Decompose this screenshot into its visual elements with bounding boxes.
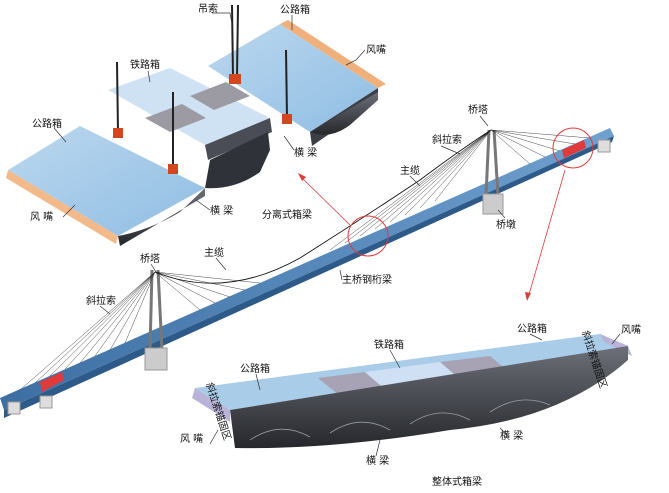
- cable-stayed-bridge: [0, 127, 614, 418]
- pier-right: [482, 193, 504, 215]
- label-hengliang-top1: 横 梁: [294, 146, 317, 159]
- label-fengzui-bottom-left: 风 嘴: [180, 433, 203, 445]
- label-gongluxiang-bottom-left: 公路箱: [240, 362, 270, 375]
- separated-box-girder: [6, 4, 386, 246]
- label-tieluxiang-top: 铁路箱: [130, 58, 160, 71]
- label-qiaota-left: 桥塔: [140, 252, 160, 265]
- detail-circle-center: [347, 215, 389, 257]
- caption-separated: 分离式箱梁: [262, 208, 312, 221]
- rail-box-top: [108, 68, 270, 145]
- label-tieluxiang-bottom: 铁路箱: [374, 338, 404, 351]
- label-fengzui-top-left: 风 嘴: [30, 211, 53, 223]
- caption-integral: 整体式箱梁: [432, 475, 482, 488]
- label-zhuqiao-gangliang: 主桥钢桁梁: [342, 273, 392, 286]
- label-fengzui-bottom-right: 风嘴: [621, 324, 641, 336]
- highlight-segment-right: [562, 140, 586, 158]
- label-gongluxiang-bottom-right: 公路箱: [517, 322, 547, 335]
- label-qiaota-right: 桥塔: [468, 103, 488, 116]
- highlight-segment-left: [40, 372, 64, 392]
- fairing-right: [280, 20, 386, 88]
- leader-lines: [53, 12, 621, 457]
- label-gongluxiang-top-right: 公路箱: [280, 3, 310, 16]
- highway-box-left: [8, 126, 205, 236]
- fairing-bottom-left: [192, 388, 230, 422]
- label-diaosuo: 吊索: [198, 2, 218, 15]
- fairing-left: [6, 170, 118, 244]
- detail-circle-right: [552, 127, 594, 169]
- label-layer: 吊索 公路箱 风嘴 铁路箱 公路箱 横 梁 横 梁 风 嘴 分离式箱梁 桥塔 斜…: [30, 2, 641, 488]
- label-gongluxiang-top-left: 公路箱: [32, 117, 62, 130]
- label-zhulan-right: 主缆: [400, 164, 420, 177]
- bridge-deck: [0, 128, 614, 410]
- label-fengzui-top-right: 风嘴: [366, 44, 386, 56]
- pier-left: [144, 347, 168, 371]
- label-xielasuo-left: 斜拉索: [86, 294, 116, 307]
- label-hengliang-bottom2: 横 梁: [366, 454, 389, 467]
- label-hengliang-bottom1: 横 梁: [500, 429, 523, 442]
- highway-box-right: [208, 24, 378, 132]
- integral-box-girder: [192, 334, 632, 449]
- label-zhulan-left: 主缆: [204, 246, 224, 259]
- label-hengliang-top2: 横 梁: [210, 204, 233, 217]
- stay-cables: [19, 129, 591, 391]
- label-qiaodun-right: 桥墩: [496, 218, 516, 231]
- label-xielasuo-right: 斜拉索: [432, 133, 462, 146]
